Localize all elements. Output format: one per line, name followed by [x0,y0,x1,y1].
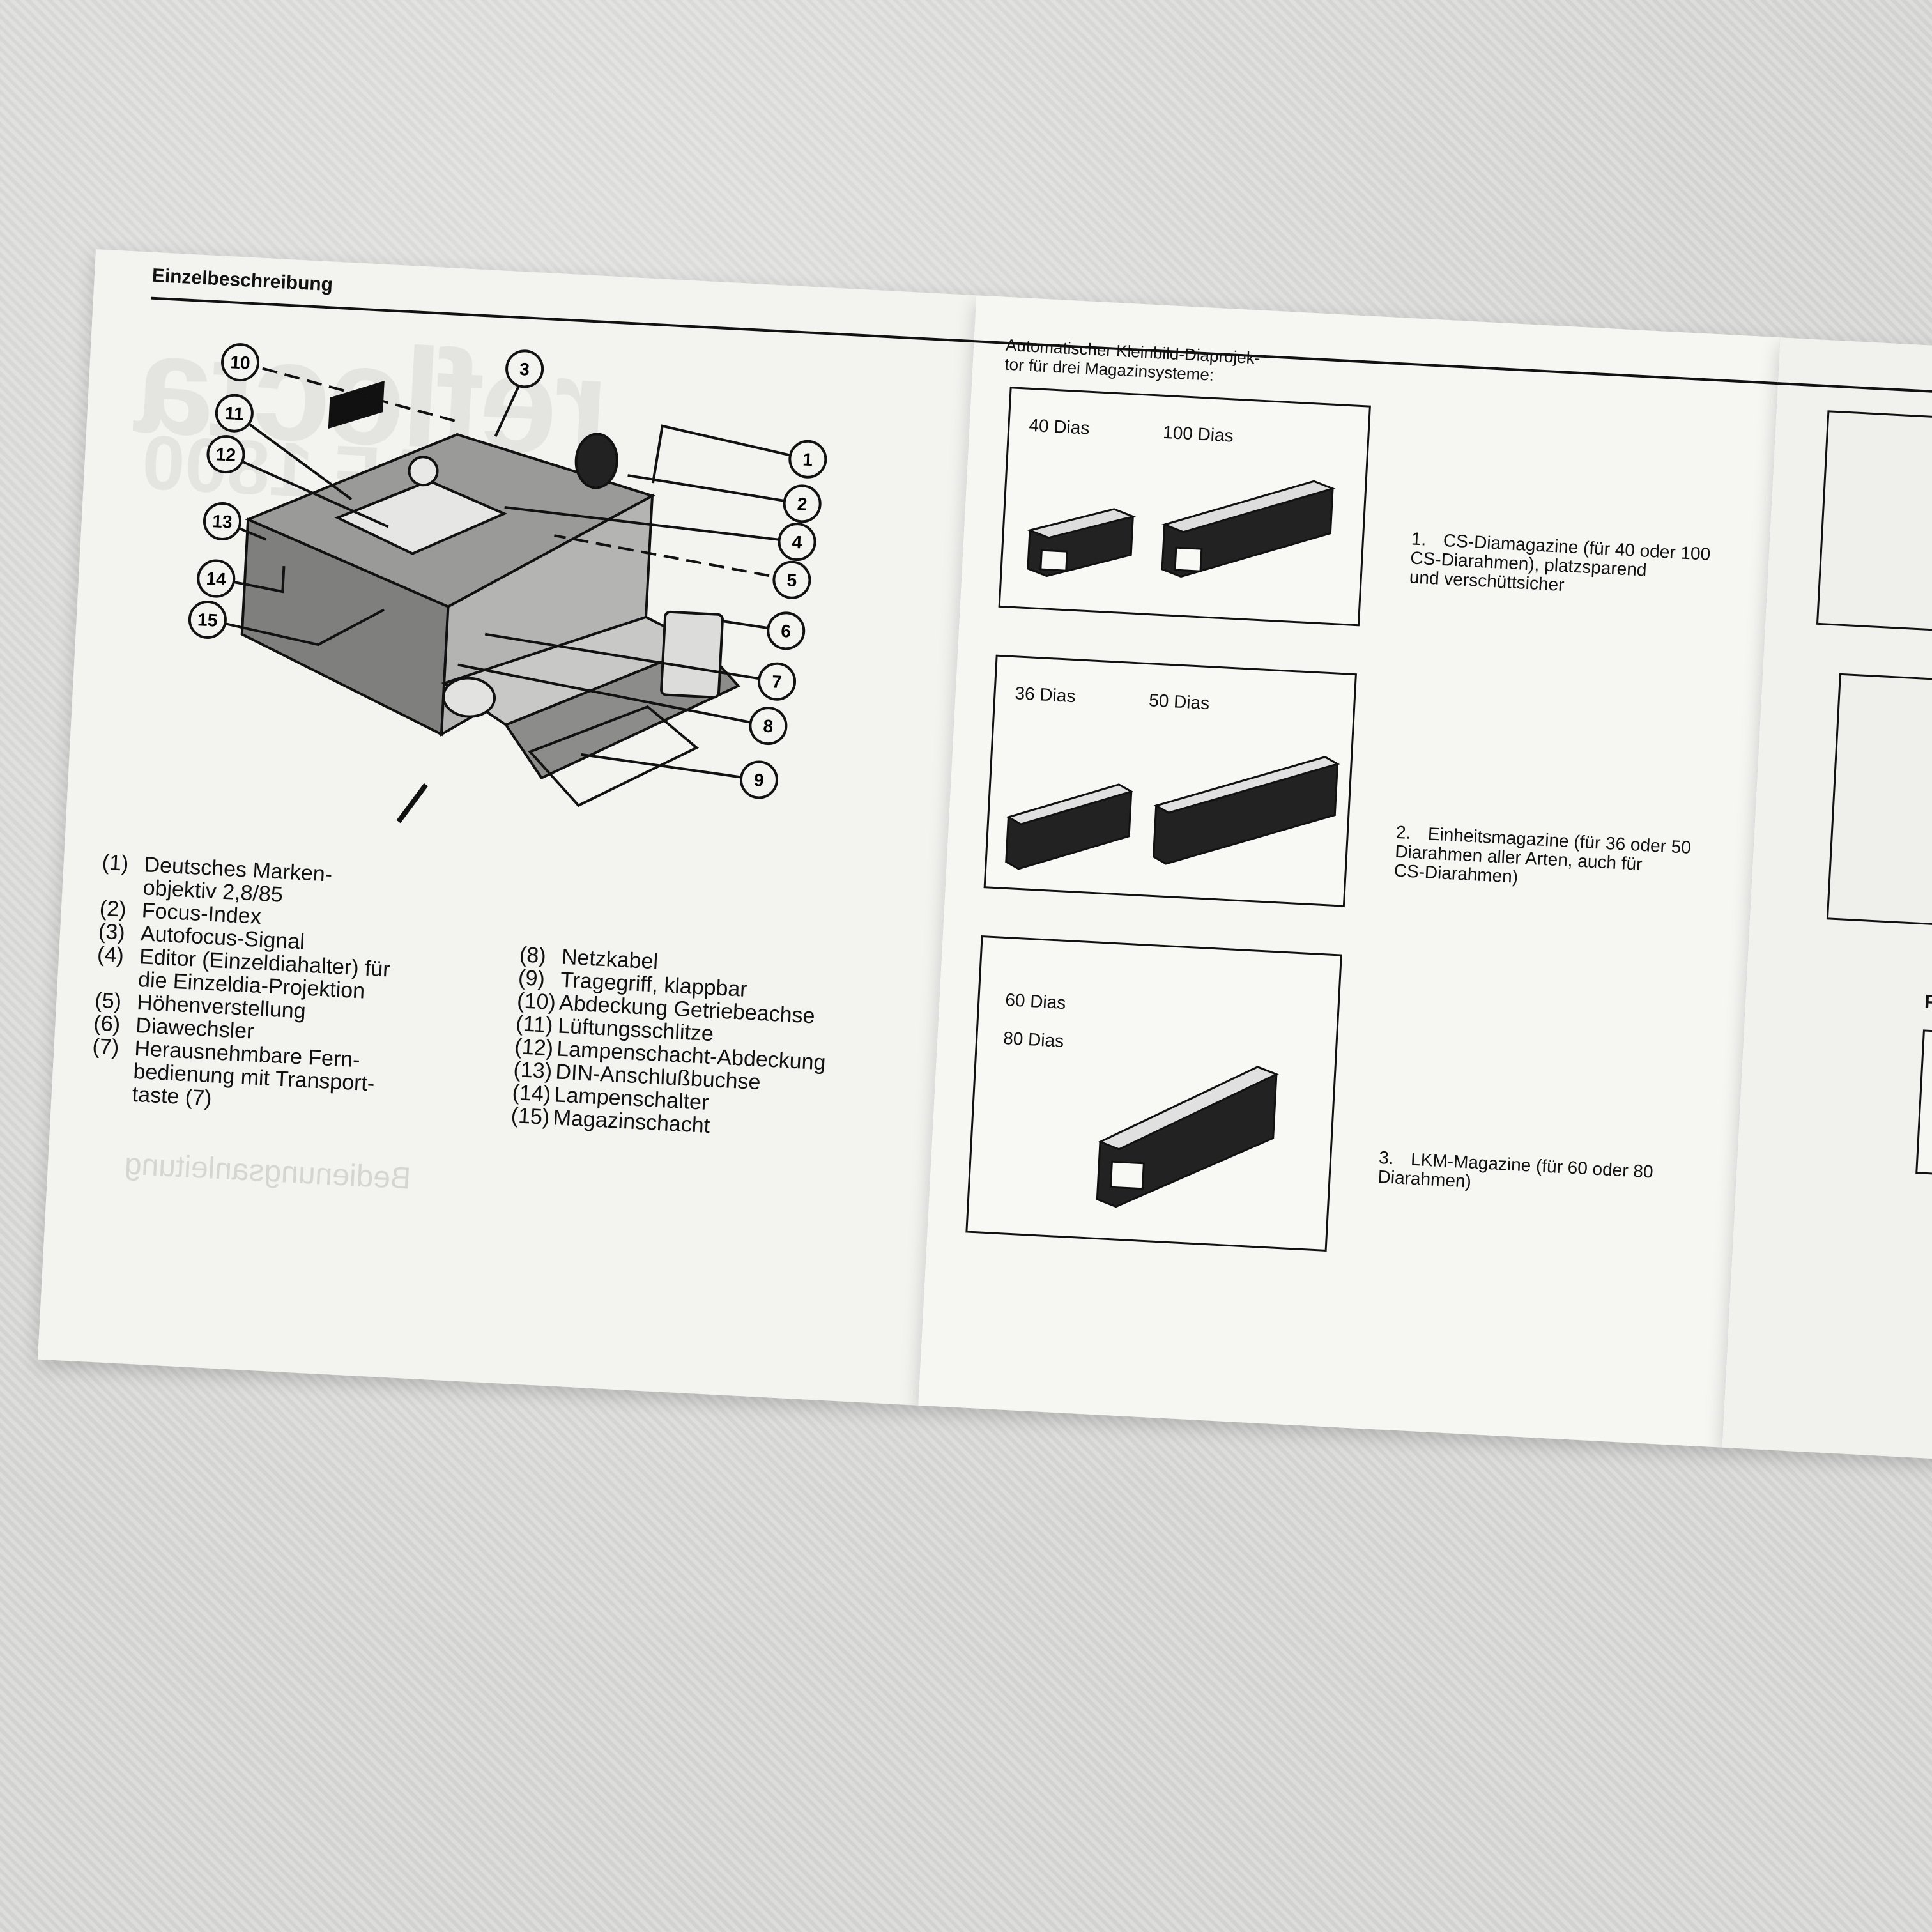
lkm-magazine-illustration [1096,1066,1279,1208]
callout-7-label: 7 [771,671,782,692]
callout-15 [188,600,227,639]
magazines-intro: Automatischer Kleinbild-Diaprojek- tor f… [1004,335,1261,385]
projection-label: Projekti [1924,991,1932,1016]
callout-10-label: 10 [230,352,251,373]
callout-3-label: 3 [519,359,530,379]
callout-8 [749,707,788,746]
callout-10 [221,343,260,382]
callout-12 [206,435,245,474]
legend-right: (8)Netzkabel (9)Tragegriff, klappbar (10… [510,942,890,1146]
callout-8-label: 8 [763,716,774,737]
callout-5 [772,560,811,599]
legend-left: (1)Deutsches Marken- objektiv 2,8/85 (2)… [89,850,460,1123]
instruction-leaflet: reflecta AF 1800 Bedienungsanleitung Ein… [34,249,1932,1529]
magazine-box-cs: 40 Dias 100 Dias [998,387,1371,627]
callout-11-label: 11 [224,403,244,424]
callout-5-label: 5 [786,570,797,590]
callout-6 [767,611,806,650]
section-title: Einzelbeschreibung [151,264,334,296]
projection-illustration-bottom [1826,673,1932,933]
callout-1-label: 1 [802,449,813,470]
callout-11 [215,394,254,433]
magazine-box-standard: 36 Dias 50 Dias [983,654,1357,907]
panel-description: reflecta AF 1800 Bedienungsanleitung Ein… [37,249,977,1406]
callout-13-label: 13 [212,511,233,532]
cs-magazine-illustration [1027,480,1336,578]
ghost-footer-bleedthrough: Bedienungsanleitung [123,1147,412,1196]
projector-illustration [240,381,740,824]
callout-14-label: 14 [206,569,227,590]
callout-7 [758,662,797,701]
panel-magazines: Automatischer Kleinbild-Diaprojek- tor f… [918,295,1781,1448]
callout-2-label: 2 [797,494,808,514]
callout-15-label: 15 [197,610,218,631]
callout-4 [778,523,816,562]
standard-magazine-illustration [1005,756,1340,870]
callout-6-label: 6 [781,621,792,641]
callout-1 [788,440,827,479]
header-rule [1777,382,1932,402]
magazine-box-lkm: 60 Dias 80 Dias [965,935,1342,1252]
projection-table: 1 2 [1915,1029,1932,1181]
callout-12-label: 12 [215,444,236,465]
callout-4-label: 4 [792,532,803,553]
projection-illustration-top [1816,410,1932,638]
callout-14 [197,559,236,598]
magazine-description-2: 2.Einheitsmagazine (für 36 oder 50 Diara… [1393,822,1692,887]
callout-13 [203,502,241,540]
magazine-description-1: 1.CS-Diamagazine (für 40 oder 100 CS-Dia… [1409,528,1711,595]
callout-9-label: 9 [753,770,764,790]
callout-9 [739,760,778,799]
callout-3 [505,349,544,388]
projector-diagram: 3 10 11 12 13 14 15 [188,343,827,824]
callout-2 [783,484,822,523]
magazine-description-3: 3.LKM-Magazine (für 60 oder 80 Diarahmen… [1377,1147,1654,1192]
